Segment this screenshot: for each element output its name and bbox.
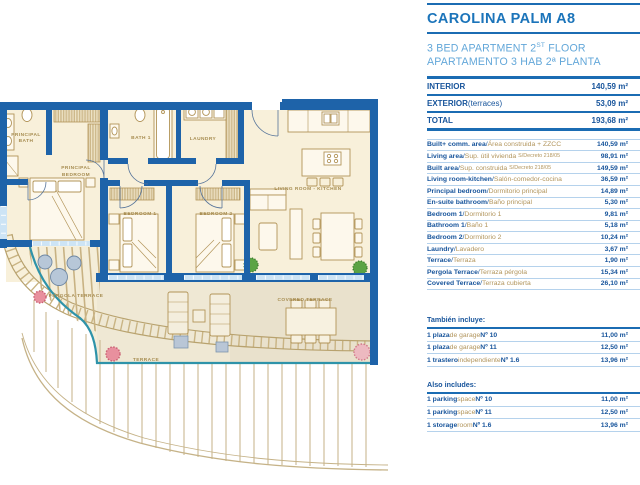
area-row: Built+ comm. area / Área construida + ZZ… (427, 140, 640, 152)
kitchen (287, 109, 371, 187)
door-arcs (27, 109, 279, 209)
page-title: CAROLINA PALM A8 (427, 11, 576, 27)
room-label-covered: COVERED TERRACE (278, 297, 333, 303)
includes-en-heading: Also includes: (427, 380, 640, 395)
floor-plan-svg: PRINCIPAL BATH PRINCIPAL BEDROOM BATH 1 … (0, 99, 389, 471)
area-row: Principal bedroom / Dormitorio principal… (427, 186, 640, 198)
principal-bed (18, 177, 96, 241)
room-label-principal-bedroom-2: BEDROOM (62, 172, 90, 178)
curved-railing (1, 233, 389, 471)
room-label-pergola: PERGOLA TERRACE (49, 293, 104, 299)
bedroom1-bed (108, 213, 159, 273)
summary-row-exterior: EXTERIOR (terraces) 53,09 m² (427, 96, 640, 113)
summary-row-total: TOTAL 193,68 m² (427, 113, 640, 131)
summary-row-interior: INTERIOR 140,59 m² (427, 79, 640, 96)
subtitle: 3 BED APARTMENT 2ST FLOOR APARTAMENTO 3 … (427, 39, 640, 70)
planters (173, 335, 229, 353)
includes-es-heading: También incluye: (427, 315, 640, 330)
room-label-living: LIVING ROOM - KITCHEN (274, 186, 341, 192)
room-label-principal-bath: PRINCIPAL (11, 132, 41, 138)
top-rule (427, 3, 640, 5)
glass-balustrade (28, 246, 374, 365)
subtitle-en: 3 BED APARTMENT 2ST FLOOR (427, 42, 586, 55)
living-furniture (249, 188, 363, 261)
wardrobes (53, 106, 241, 201)
includes-es-section: También incluye: 1 plaza de garage Nº 10… (427, 315, 640, 368)
windows (0, 206, 364, 280)
bedroom2-bed (195, 213, 246, 273)
room-label-laundry: LAUNDRY (190, 136, 217, 142)
title-rule (427, 32, 640, 34)
room-labels: PRINCIPAL BATH PRINCIPAL BEDROOM BATH 1 … (11, 132, 341, 363)
room-label-terrace: TERRACE (133, 357, 160, 363)
area-row: Living room-kitchen / Salón-comedor-coci… (427, 174, 640, 186)
room-label-bath1: BATH 1 (131, 135, 151, 141)
room-label-principal-bath-2: BATH (19, 138, 34, 144)
room-label-bedroom2: BEDROOM 2 (199, 211, 232, 217)
areas-table: Built+ comm. area / Área construida + ZZ… (427, 138, 640, 291)
room-label-principal-bedroom: PRINCIPAL (61, 165, 91, 171)
subtitle-es: APARTAMENTO 3 HAB 2ª PLANTA (427, 56, 601, 69)
subtitle-rule (427, 75, 640, 79)
pergola-furniture (37, 254, 82, 286)
info-panel: CAROLINA PALM A8 3 BED APARTMENT 2ST FLO… (427, 0, 640, 432)
floor-plan: PRINCIPAL BATH PRINCIPAL BEDROOM BATH 1 … (0, 85, 420, 480)
pink-plants (33, 290, 371, 362)
summary-table: INTERIOR 140,59 m² EXTERIOR (terraces) 5… (427, 79, 640, 131)
outdoor-dining-set (285, 299, 337, 344)
room-label-bedroom1: BEDROOM 1 (123, 211, 156, 217)
terrace-loungers (167, 291, 231, 337)
